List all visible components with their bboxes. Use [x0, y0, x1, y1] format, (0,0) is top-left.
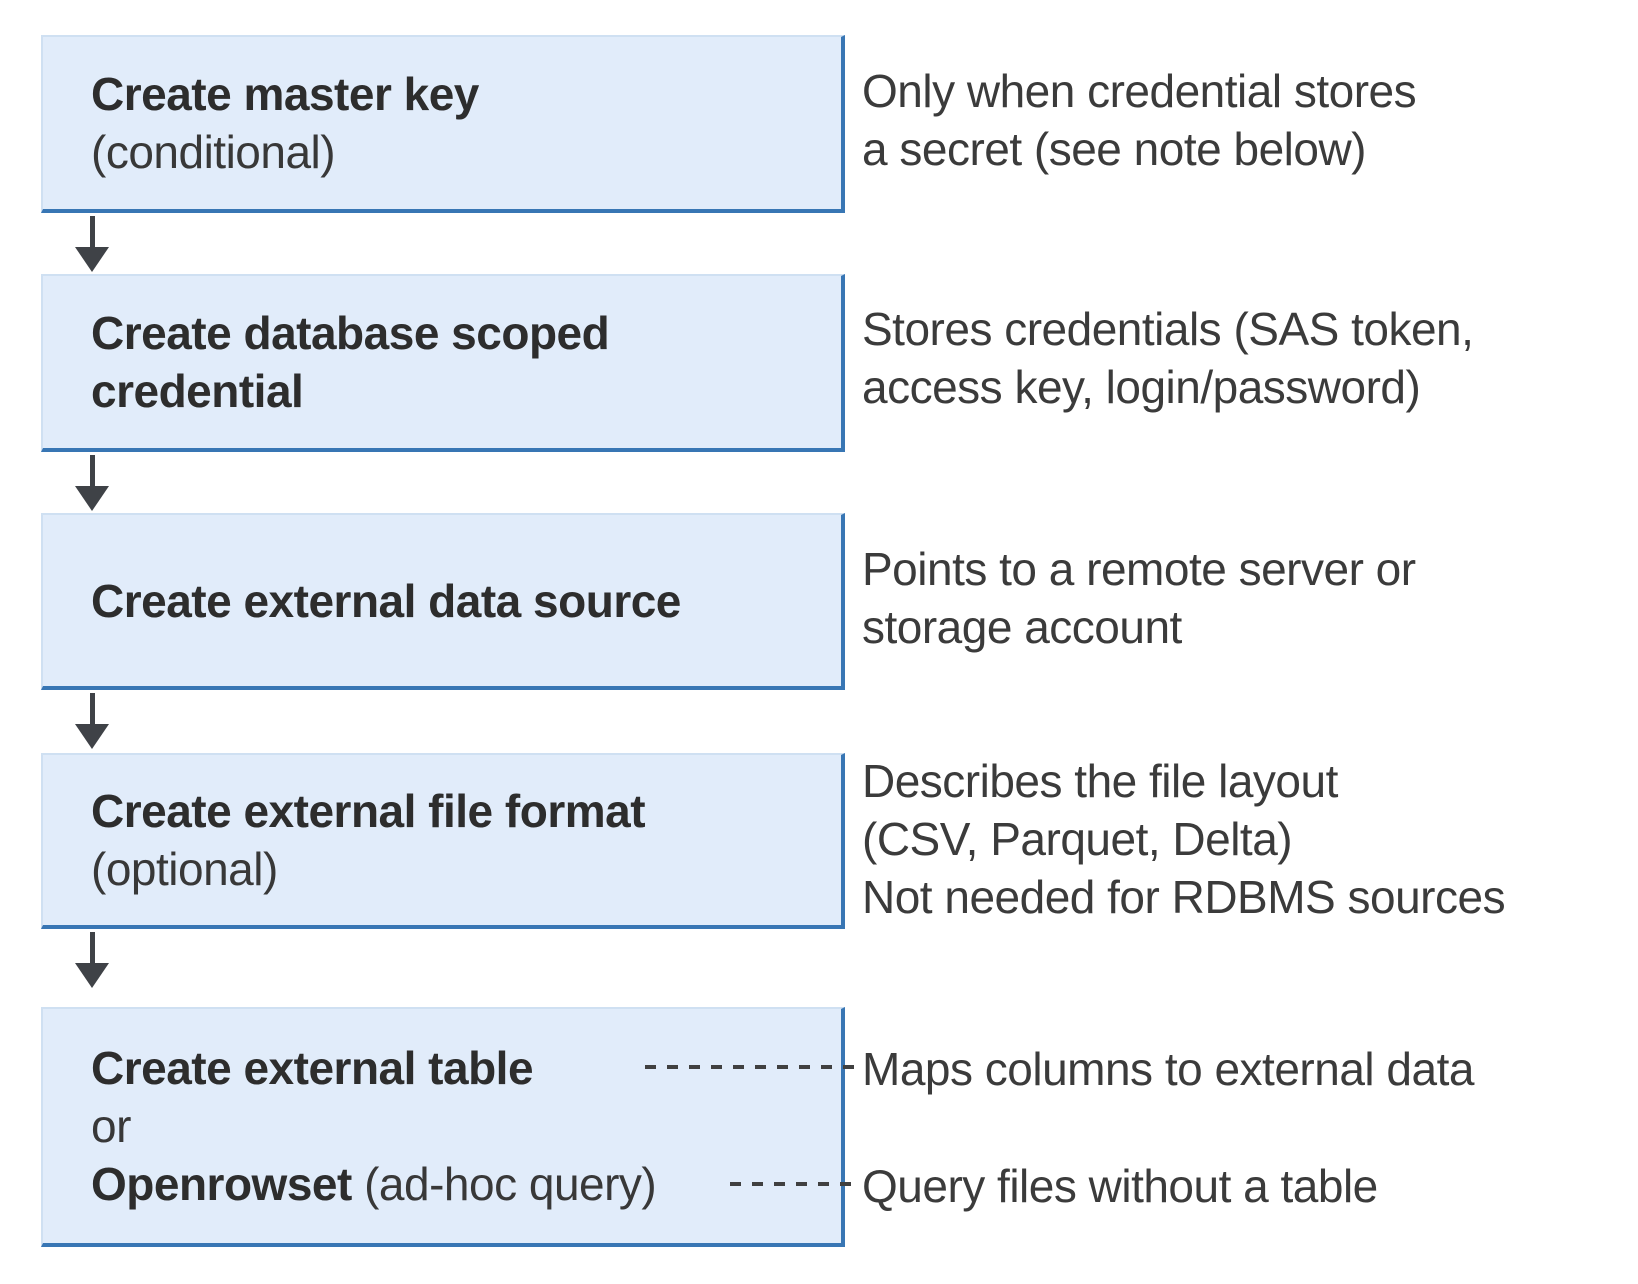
arrow-stem: [89, 455, 95, 486]
flow-box-title: Create database scoped credential: [91, 307, 610, 417]
flow-box-create-external-table-or-openrowset: Create external table or Openrowset (ad-…: [41, 1007, 845, 1247]
option-openrowset: Openrowset (ad-hoc query): [91, 1155, 821, 1213]
arrow-stem: [89, 932, 95, 963]
down-arrow-connector-1: [74, 216, 110, 272]
flow-box-subtitle: (optional): [91, 843, 278, 895]
annotation-external-table: Maps columns to external data: [862, 1043, 1474, 1095]
dashed-connector-external-table: [645, 1065, 861, 1069]
annotation-master-key: Only when credential stores a secret (se…: [862, 65, 1417, 175]
openrowset-label: Openrowset: [91, 1158, 352, 1210]
option-create-external-table-label: Create external table: [91, 1042, 534, 1094]
arrow-head-icon: [75, 247, 109, 272]
annotation-database-scoped-credential: Stores credentials (SAS token, access ke…: [862, 303, 1474, 413]
annotation-external-data-source: Points to a remote server or storage acc…: [862, 543, 1416, 653]
adhoc-query-label: (ad-hoc query): [351, 1158, 657, 1210]
down-arrow-connector-3: [74, 693, 110, 749]
arrow-head-icon: [75, 724, 109, 749]
or-label: or: [91, 1100, 131, 1152]
arrow-stem: [89, 693, 95, 724]
down-arrow-connector-4: [74, 932, 110, 988]
flow-box-create-external-data-source: Create external data source: [41, 513, 845, 690]
flow-box-subtitle: (conditional): [91, 126, 336, 178]
down-arrow-connector-2: [74, 455, 110, 511]
flow-box-title: Create master key: [91, 68, 479, 120]
annotation-openrowset: Query files without a table: [862, 1160, 1378, 1212]
flow-box-title: Create external file format: [91, 785, 646, 837]
arrow-head-icon: [75, 486, 109, 511]
arrow-head-icon: [75, 963, 109, 988]
arrow-stem: [89, 216, 95, 247]
flow-box-create-external-file-format: Create external file format (optional): [41, 753, 845, 929]
flow-box-create-database-scoped-credential: Create database scoped credential: [41, 274, 845, 452]
flow-box-title: Create external data source: [91, 574, 681, 627]
flow-box-create-master-key: Create master key (conditional): [41, 35, 845, 213]
dashed-connector-openrowset: [730, 1182, 861, 1186]
annotation-external-file-format: Describes the file layout (CSV, Parquet,…: [862, 755, 1506, 923]
